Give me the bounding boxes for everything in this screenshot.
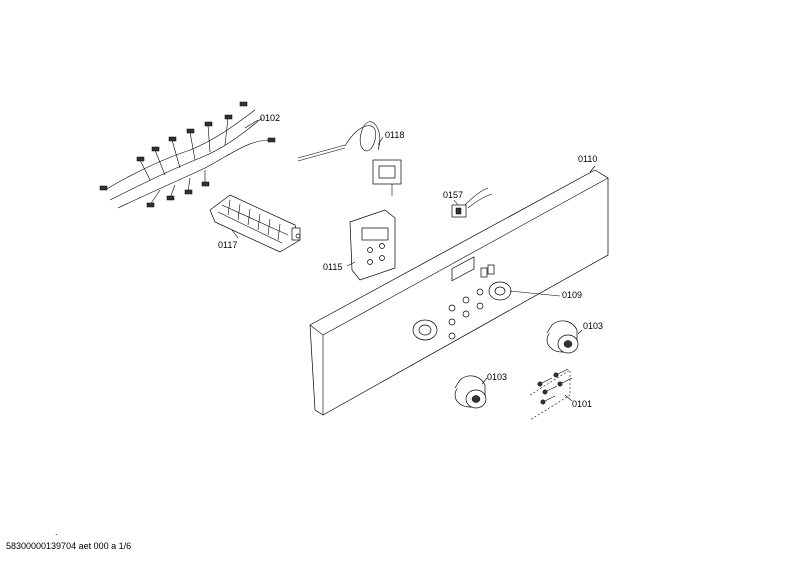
drawing-code: 58300000139704 aet 000 a 1/6 xyxy=(6,541,132,551)
label-0115: 0115 xyxy=(323,262,342,272)
label-0110: 0110 xyxy=(578,154,597,164)
switch-component xyxy=(451,187,493,218)
label-0102: 0102 xyxy=(260,113,280,123)
screws xyxy=(529,368,573,421)
control-knob-left xyxy=(454,375,487,409)
label-0101: 0101 xyxy=(572,399,592,409)
label-0103-right: 0103 xyxy=(583,321,603,331)
label-0103-left: 0103 xyxy=(487,372,507,382)
control-panel xyxy=(309,169,609,416)
label-0109: 0109 xyxy=(562,290,582,300)
label-0157: 0157 xyxy=(443,190,463,200)
thermostat xyxy=(297,121,402,196)
label-0118: 0118 xyxy=(385,130,404,140)
label-0117: 0117 xyxy=(218,240,237,250)
control-knob-right xyxy=(546,320,579,354)
terminal-block xyxy=(209,194,301,253)
footer-dot: . xyxy=(55,527,58,537)
wiring-harness xyxy=(99,101,276,209)
electronic-module xyxy=(349,209,396,281)
